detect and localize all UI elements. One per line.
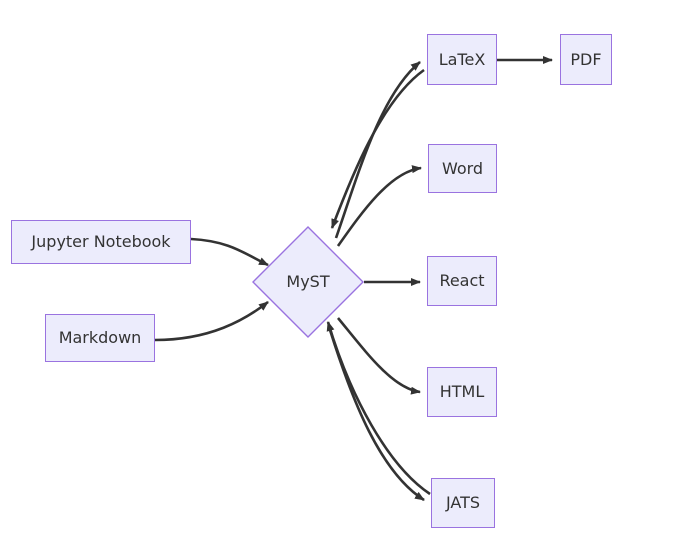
- node-markdown-label: Markdown: [58, 328, 142, 347]
- node-jats[interactable]: JATS: [431, 478, 495, 528]
- edge-latex-to-myst: [330, 68, 425, 229]
- node-react[interactable]: React: [427, 256, 497, 306]
- node-latex[interactable]: LaTeX: [427, 34, 497, 85]
- node-react-label: React: [439, 271, 485, 290]
- edge-jupyter-to-myst: [190, 237, 269, 267]
- edge-jats-to-myst: [326, 321, 431, 496]
- edge-myst-to-html: [336, 317, 421, 395]
- node-pdf[interactable]: PDF: [560, 34, 612, 85]
- node-jats-label: JATS: [445, 493, 481, 512]
- node-html[interactable]: HTML: [427, 367, 497, 417]
- node-jupyter-notebook[interactable]: Jupyter Notebook: [11, 220, 191, 264]
- node-word[interactable]: Word: [428, 144, 497, 193]
- node-myst[interactable]: MyST: [252, 226, 364, 338]
- diamond-shape-icon: [252, 226, 364, 338]
- node-html-label: HTML: [439, 382, 485, 401]
- node-myst-label: MyST: [286, 272, 330, 291]
- edge-markdown-to-myst: [154, 300, 269, 342]
- node-word-label: Word: [441, 158, 484, 178]
- node-latex-label: LaTeX: [438, 49, 486, 69]
- edge-myst-to-word: [336, 165, 422, 247]
- node-jupyter-notebook-label: Jupyter Notebook: [31, 232, 171, 251]
- edge-myst-to-jats: [328, 329, 425, 502]
- edge-myst-to-latex: [334, 60, 421, 239]
- node-pdf-label: PDF: [570, 49, 602, 69]
- node-markdown[interactable]: Markdown: [45, 314, 155, 362]
